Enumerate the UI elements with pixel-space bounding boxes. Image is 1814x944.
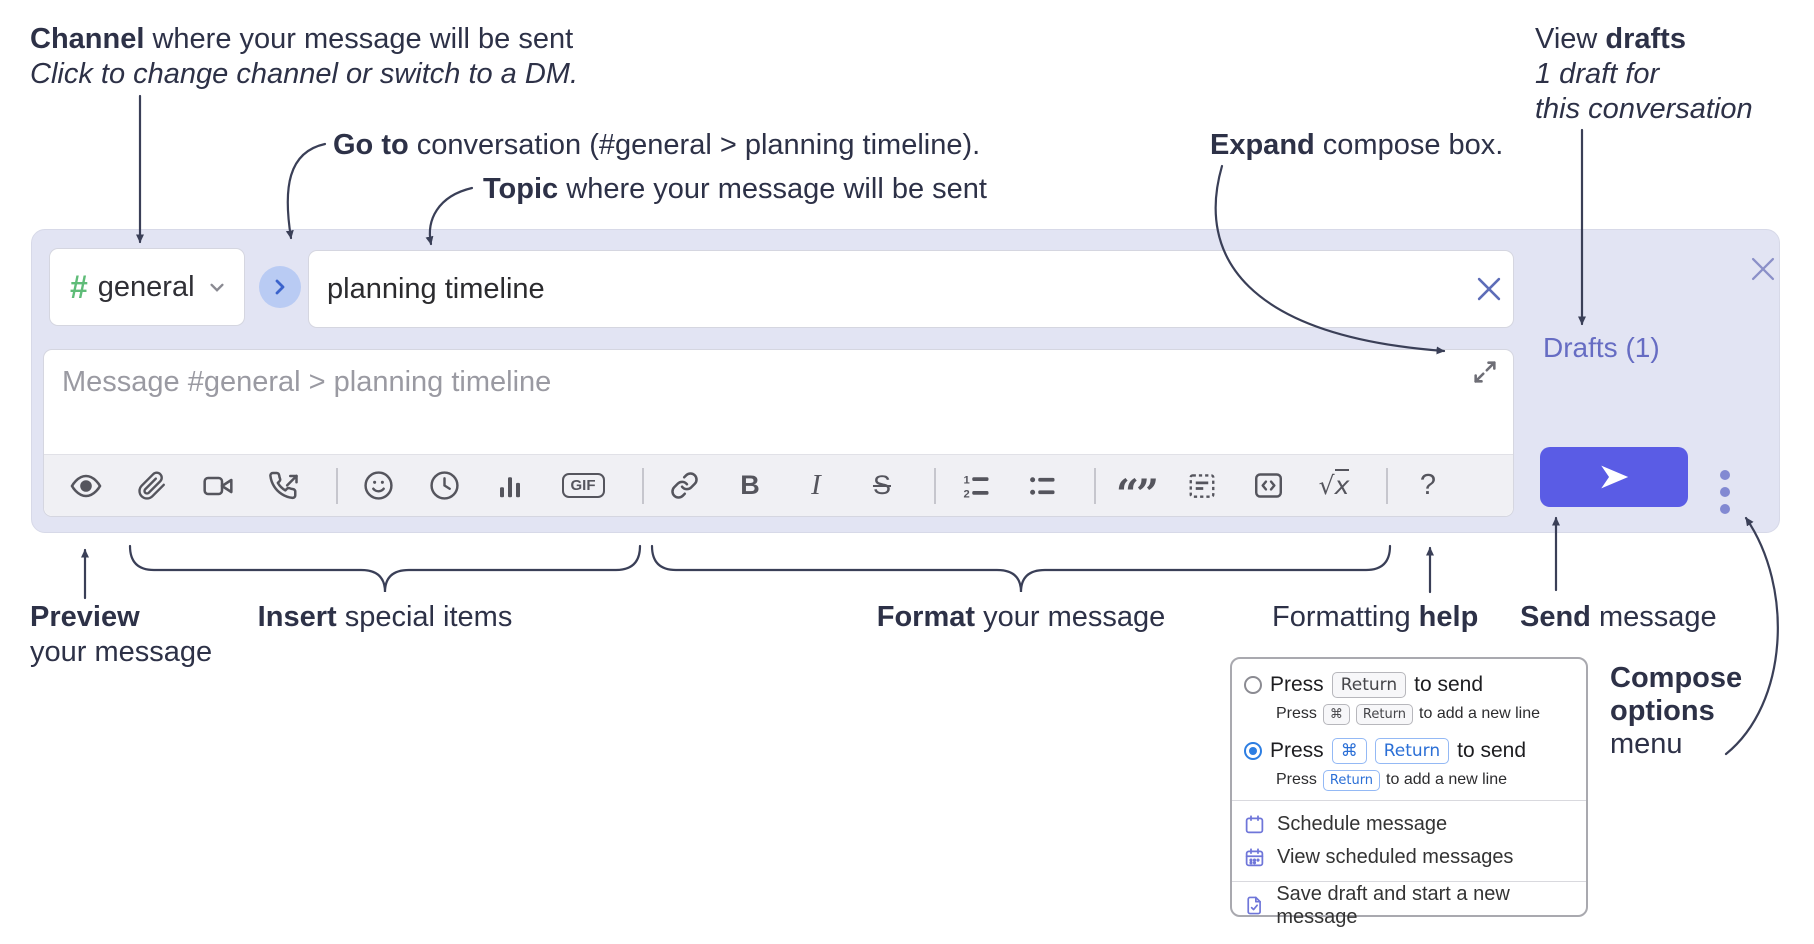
goto-annotation: Go to conversation (#general > planning … — [333, 129, 981, 161]
code-icon — [1254, 473, 1282, 498]
menu-divider — [1232, 881, 1586, 882]
channel-hash-icon: # — [70, 268, 88, 305]
preview-annotation: Preview your message — [30, 601, 213, 668]
view-drafts-annotation: View drafts 1 draft for this conversatio… — [1535, 23, 1753, 125]
strikethrough-button[interactable]: S — [860, 464, 904, 508]
cmd-enter-sends-option[interactable]: Press ⌘ Return to send — [1244, 735, 1586, 767]
clear-topic-button[interactable] — [1472, 272, 1506, 306]
go-to-conversation-button[interactable] — [259, 266, 301, 308]
strikethrough-icon: S — [872, 470, 891, 500]
close-compose-button[interactable] — [1746, 252, 1780, 286]
link-button[interactable] — [662, 464, 706, 508]
toolbar-divider — [336, 467, 338, 504]
link-icon — [670, 472, 698, 499]
topic-annotation: Topic where your message will be sent — [483, 173, 987, 205]
expand-icon — [1474, 361, 1496, 383]
format-annotation: Format your message — [876, 601, 1166, 633]
audio-call-button[interactable] — [262, 464, 306, 508]
preview-button[interactable] — [64, 464, 108, 508]
paperclip-icon — [138, 471, 165, 500]
kbd-cmd: ⌘ — [1331, 738, 1367, 764]
expand-annotation: Expand compose box. — [1210, 129, 1504, 161]
emoji-button[interactable] — [356, 464, 400, 508]
kbd-return: Return — [1322, 769, 1381, 791]
compose-options-popup: Press Return to send Press ⌘ Return to a… — [1230, 657, 1588, 928]
italic-icon: I — [811, 469, 821, 501]
send-button[interactable] — [1540, 447, 1688, 507]
enter-sends-subtext: Press ⌘ Return to add a new line — [1276, 701, 1586, 727]
bold-icon: B — [740, 470, 760, 500]
message-area: GIF B I S 12 — [43, 349, 1514, 517]
spoiler-button[interactable] — [1180, 464, 1224, 508]
poll-button[interactable] — [488, 464, 532, 508]
kbd-return: Return — [1331, 672, 1407, 698]
toolbar-divider — [642, 467, 644, 504]
send-icon — [1601, 465, 1629, 489]
radio-unselected-icon[interactable] — [1244, 676, 1262, 694]
gif-icon: GIF — [561, 473, 605, 498]
smiley-icon — [363, 471, 393, 500]
channel-selector[interactable]: # general — [49, 248, 245, 326]
clock-icon — [429, 471, 459, 500]
cmd-enter-sends-subtext: Press Return to add a new line — [1276, 767, 1586, 793]
chevron-right-icon — [275, 279, 285, 295]
compose-options-menu-button[interactable] — [1710, 455, 1740, 529]
enter-sends-option[interactable]: Press Return to send — [1244, 669, 1586, 701]
chevron-down-icon — [204, 274, 230, 300]
schedule-button[interactable] — [422, 464, 466, 508]
topic-input[interactable] — [308, 250, 1514, 328]
channel-name: general — [97, 270, 195, 303]
gif-button[interactable]: GIF — [554, 464, 612, 508]
svg-text:1: 1 — [964, 474, 970, 486]
bar-chart-icon — [500, 476, 520, 497]
calendar-dots-icon — [1245, 848, 1264, 867]
spoiler-icon — [1189, 473, 1215, 498]
quote-button[interactable]: “” — [1114, 464, 1159, 518]
message-input[interactable] — [44, 350, 1513, 454]
menu-divider — [1232, 800, 1586, 801]
formatting-help-annotation: Formatting help — [1272, 601, 1479, 633]
radio-selected-icon[interactable] — [1244, 742, 1262, 760]
bold-button[interactable]: B — [728, 464, 772, 508]
file-check-icon — [1247, 896, 1261, 915]
phone-outgoing-icon — [269, 471, 298, 499]
channel-annotation: Channel where your message will be sent … — [30, 23, 579, 90]
math-icon: √x — [1318, 469, 1350, 500]
quote-icon: “” — [1115, 470, 1159, 518]
view-scheduled-messages-item[interactable]: View scheduled messages — [1244, 841, 1586, 874]
send-annotation: Send message — [1520, 601, 1717, 633]
svg-text:2: 2 — [964, 488, 970, 500]
calendar-icon — [1245, 815, 1264, 834]
schedule-message-item[interactable]: Schedule message — [1244, 808, 1586, 841]
kbd-cmd: ⌘ — [1322, 703, 1350, 725]
code-button[interactable] — [1246, 464, 1290, 508]
close-icon — [1477, 277, 1501, 301]
kbd-return: Return — [1355, 703, 1414, 725]
insert-annotation: Insert special items — [257, 601, 513, 633]
compose-box: # general — [31, 229, 1780, 533]
bulleted-list-icon — [1030, 476, 1055, 495]
italic-button[interactable]: I — [794, 464, 838, 508]
compose-options-annotation: Compose options menu — [1610, 662, 1743, 760]
ellipsis-icon — [1720, 470, 1730, 480]
eye-icon — [70, 474, 102, 497]
attach-file-button[interactable] — [130, 464, 174, 508]
video-camera-icon — [203, 476, 233, 495]
close-icon — [1751, 257, 1775, 281]
numbered-list-icon: 12 — [964, 474, 989, 500]
video-call-button[interactable] — [196, 464, 240, 508]
bulleted-list-button[interactable] — [1020, 464, 1064, 508]
kbd-return: Return — [1374, 738, 1450, 764]
expand-compose-button[interactable] — [1471, 358, 1501, 388]
drafts-link[interactable]: Drafts (1) — [1543, 332, 1660, 363]
math-button[interactable]: √x — [1312, 464, 1356, 508]
message-formatting-help-button[interactable]: ? — [1406, 464, 1450, 508]
toolbar-divider — [1094, 467, 1096, 504]
save-draft-item[interactable]: Save draft and start a new message — [1244, 883, 1586, 928]
toolbar-divider — [1386, 467, 1388, 504]
question-mark-icon: ? — [1419, 469, 1437, 501]
toolbar-divider — [934, 467, 936, 504]
